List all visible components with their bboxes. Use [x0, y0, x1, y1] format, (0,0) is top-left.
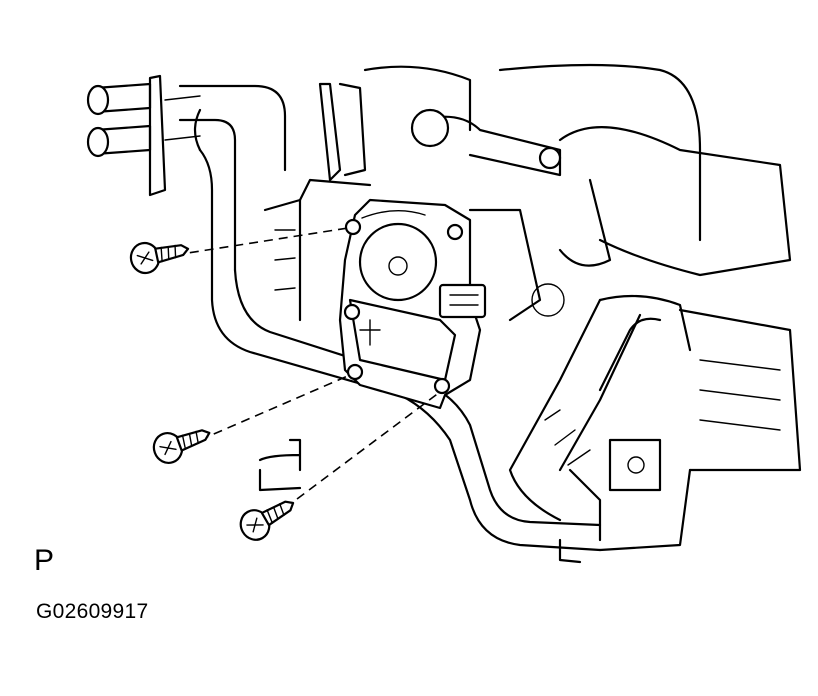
- damper-servo-motor: [338, 198, 487, 410]
- screw-1: [129, 241, 190, 275]
- mounting-screws: [129, 227, 441, 541]
- screw-2: [152, 429, 211, 464]
- screw-3: [239, 500, 295, 541]
- view-letter: P: [34, 544, 55, 577]
- heater-pipes: [86, 74, 201, 197]
- figure-code: G02609917: [36, 600, 149, 623]
- heater-housing: [258, 63, 802, 564]
